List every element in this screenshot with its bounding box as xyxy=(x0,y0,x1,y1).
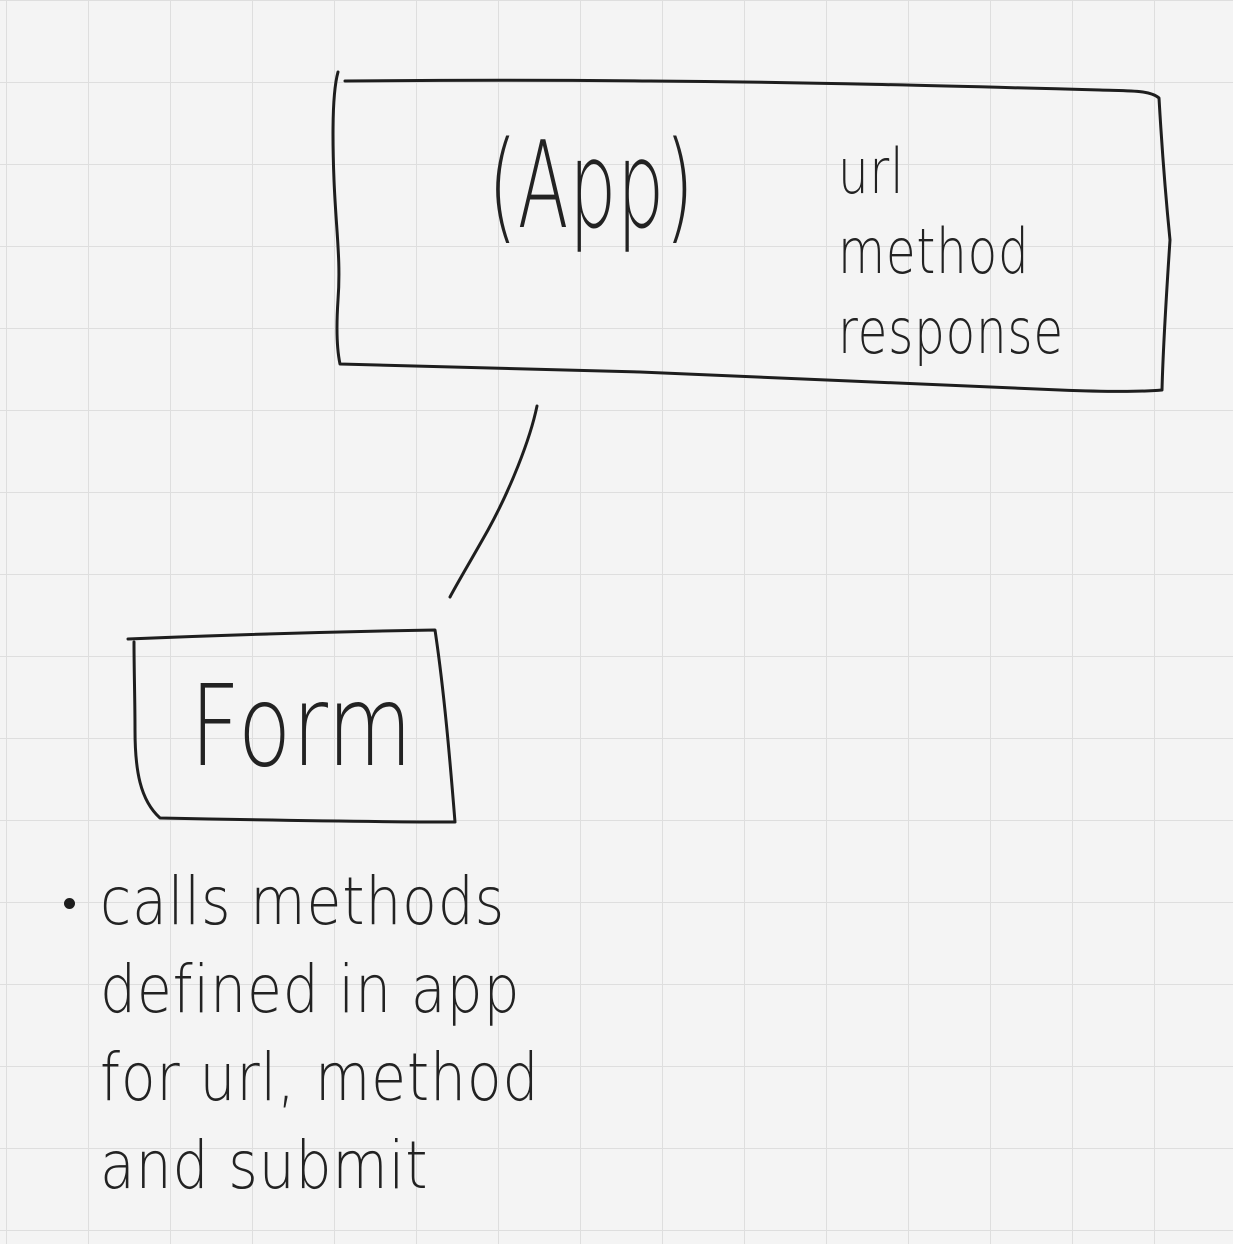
app-property-method: method xyxy=(838,215,1030,288)
form-box-title: Form xyxy=(190,662,414,792)
form-note-line-3: for url, method xyxy=(100,1039,540,1116)
form-note: calls methods defined in app for url, me… xyxy=(100,858,539,1210)
form-box-outline xyxy=(126,628,457,824)
app-property-url: url xyxy=(838,135,905,208)
note-bullet-icon xyxy=(64,898,75,909)
connector-line xyxy=(448,404,539,599)
form-note-line-1: calls methods xyxy=(100,863,506,940)
app-box-outline xyxy=(331,70,1172,393)
app-box-properties: url method response xyxy=(838,132,1064,372)
app-property-response: response xyxy=(838,295,1064,368)
app-box-title: (App) xyxy=(488,117,695,256)
form-note-line-4: and submit xyxy=(100,1127,429,1204)
form-note-line-2: defined in app xyxy=(100,951,521,1028)
